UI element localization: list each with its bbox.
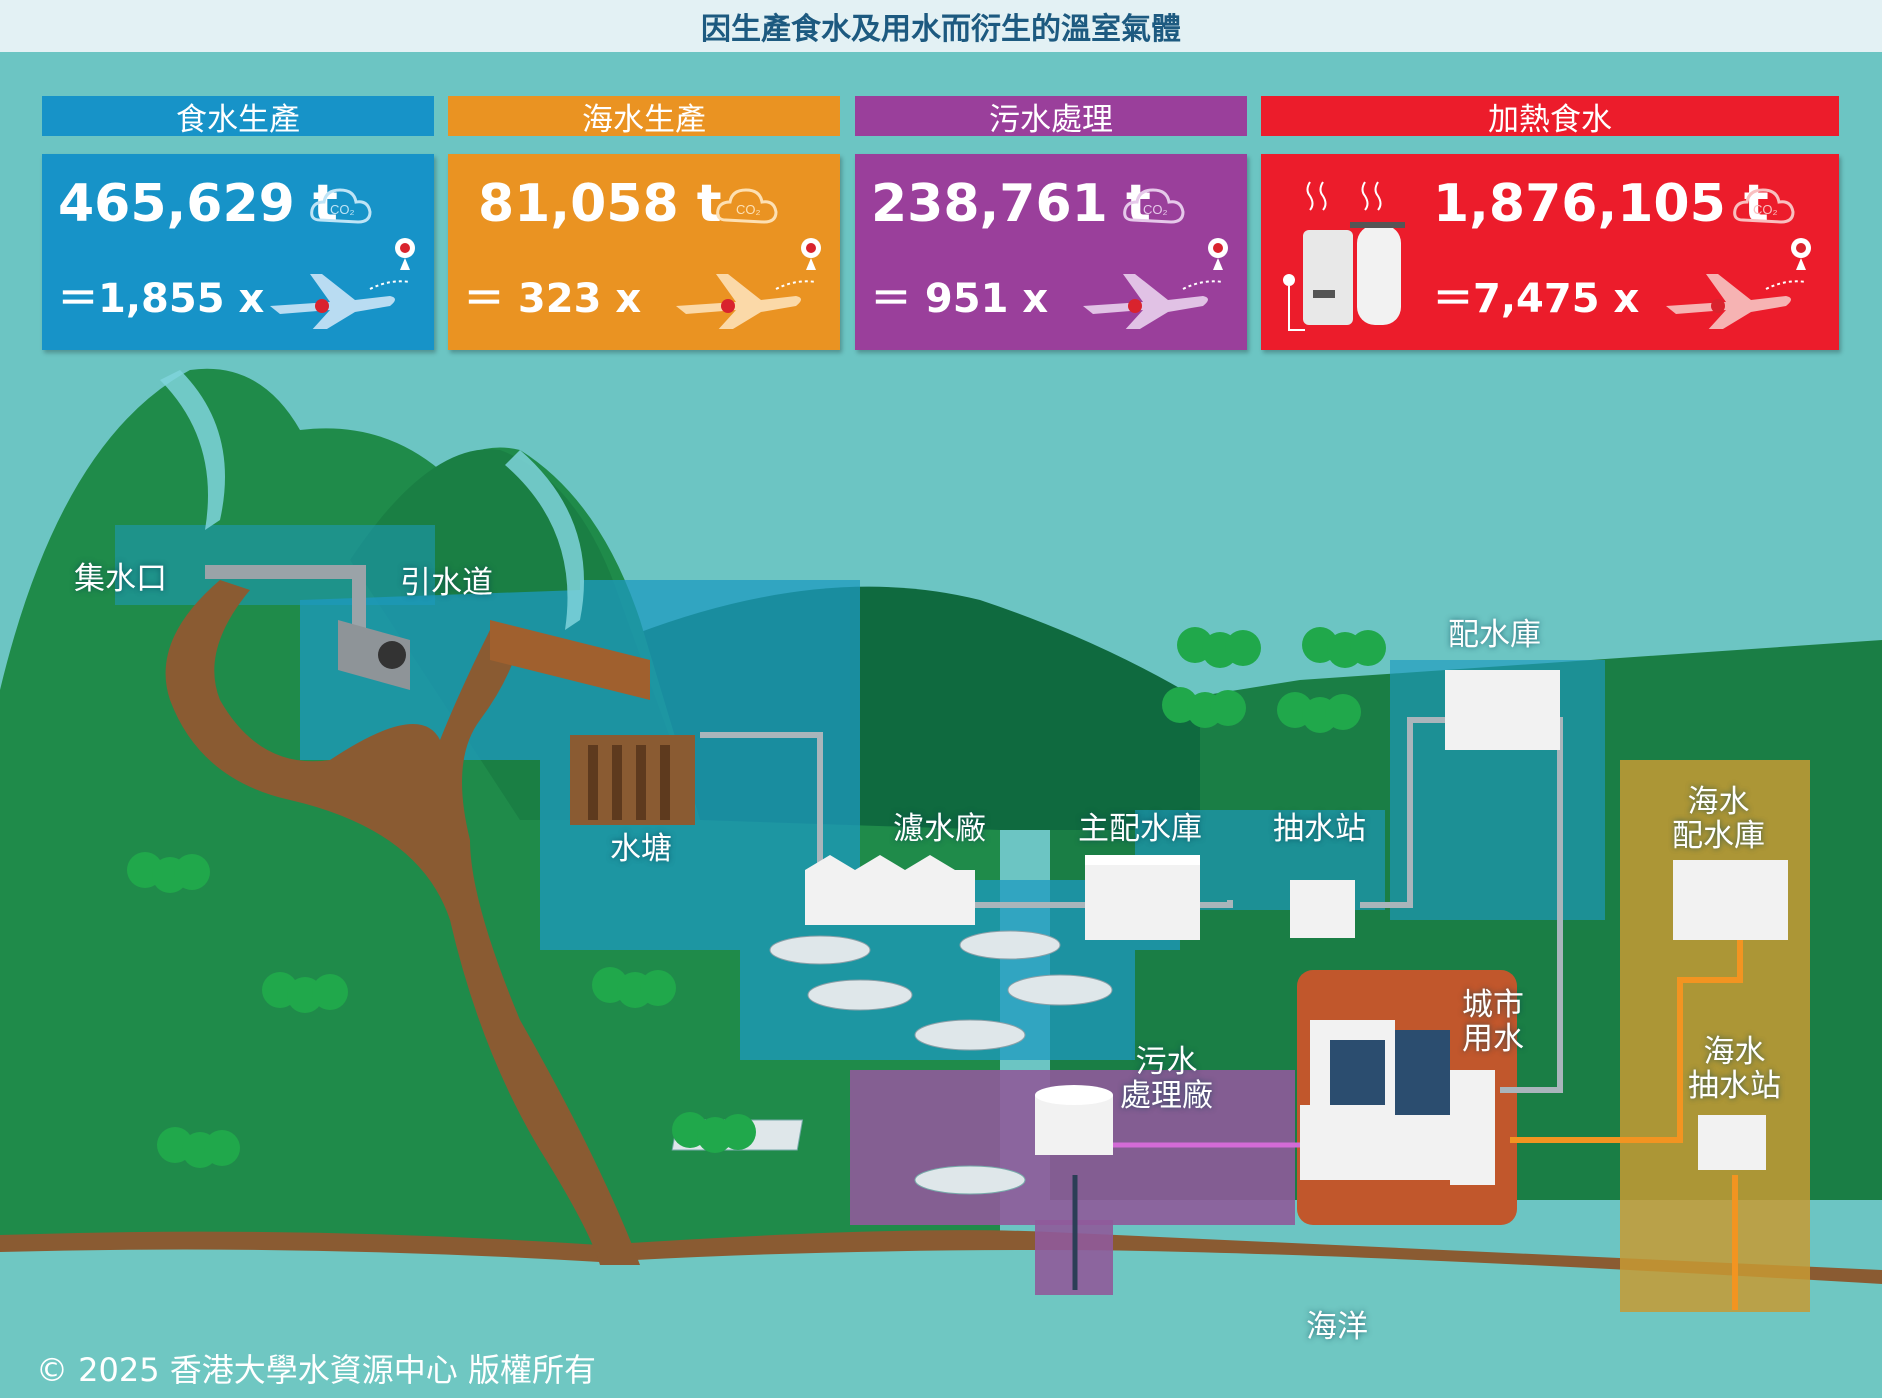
- service-reservoir-building: [1445, 670, 1560, 750]
- co2-cloud-icon: CO₂: [716, 188, 778, 224]
- emission-amount: 238,761 t: [871, 174, 1151, 234]
- reservoir-zone: [300, 580, 1180, 1060]
- label-catchment: 集水口: [74, 561, 167, 597]
- clarifier-3: [807, 979, 913, 1011]
- city-block-low-2: [1385, 1115, 1465, 1180]
- label-primary-service-reservoir: 主配水庫: [1078, 811, 1202, 847]
- card-sewage: 238,761 t CO₂ ＝ 951 x: [855, 154, 1247, 350]
- emission-amount: 81,058 t: [478, 174, 722, 234]
- card-sea: 81,058 t CO₂ ＝ 323 x: [448, 154, 840, 350]
- clarifier-1: [769, 935, 871, 965]
- label-catchwater: 引水道: [400, 565, 493, 601]
- co2-label: CO₂: [330, 202, 355, 217]
- page-title: 因生產食水及用水而衍生的溫室氣體: [0, 0, 1882, 52]
- label-line: 海水: [1703, 1034, 1766, 1070]
- sea-reservoir-building: [1673, 860, 1788, 940]
- flight-equivalent: ＝ 323 x: [464, 276, 642, 322]
- label-reservoir: 水塘: [610, 831, 672, 867]
- catchwater-channel-2: [352, 565, 366, 635]
- label-city-use: 城市 用水: [1462, 988, 1524, 1056]
- label-seawater-pumping-station: 海水 抽水站: [1688, 1035, 1781, 1103]
- stream-2: [505, 450, 584, 630]
- flight-equivalent: ＝1,855 x: [58, 276, 265, 322]
- card-heating: 1,876,105 t CO₂ ＝7,475 x: [1261, 154, 1839, 350]
- card-heading-heating: 加熱食水: [1261, 96, 1839, 138]
- co2-cloud-icon: CO₂: [1123, 188, 1185, 224]
- card-heading-sea: 海水生產: [448, 96, 840, 138]
- pipe-sea: [1510, 940, 1743, 1143]
- airplane-icon: [676, 238, 821, 329]
- label-seawater-service-reservoir: 海水 配水庫: [1672, 785, 1765, 853]
- airplane-icon: [270, 238, 415, 329]
- card-heading-fresh: 食水生產: [42, 96, 434, 138]
- label-sewage-plant: 污水 處理廠: [1120, 1045, 1213, 1113]
- sea-pump-building: [1698, 1115, 1766, 1170]
- label-line: 污水: [1135, 1044, 1198, 1080]
- emission-amount: 1,876,105 t: [1433, 174, 1769, 234]
- label-line: 用水: [1462, 1021, 1524, 1057]
- label-line: 抽水站: [1688, 1068, 1781, 1104]
- co2-cloud-icon: CO₂: [1733, 188, 1795, 224]
- airplane-icon: [1083, 238, 1228, 329]
- river: [165, 580, 641, 1265]
- label-treatment-works: 濾水廠: [893, 811, 986, 847]
- co2-label: CO₂: [1753, 202, 1778, 217]
- flight-equivalent: ＝7,475 x: [1433, 276, 1640, 322]
- label-line: 海水: [1687, 784, 1750, 820]
- airplane-icon: [1666, 238, 1811, 329]
- flight-equivalent: ＝ 951 x: [871, 276, 1049, 322]
- label-service-reservoir: 配水庫: [1448, 617, 1541, 653]
- primary-reservoir-building: [1085, 860, 1200, 940]
- label-line: 配水庫: [1672, 818, 1765, 854]
- emission-amount: 465,629 t: [58, 174, 338, 234]
- label-line: 城市: [1462, 987, 1524, 1023]
- label-ocean: 海洋: [1306, 1309, 1368, 1345]
- card-heading-sewage: 污水處理: [855, 96, 1247, 138]
- treatment-building: [805, 870, 975, 925]
- shore: [0, 1230, 1882, 1284]
- co2-label: CO₂: [1143, 202, 1168, 217]
- clarifier-5: [914, 1019, 1026, 1051]
- copyright-notice: © 2025 香港大學水資源中心 版權所有: [36, 1351, 596, 1389]
- tunnel-portal: [338, 620, 410, 690]
- stream-1: [160, 370, 225, 530]
- card-fresh: 465,629 t CO₂ ＝1,855 x: [42, 154, 434, 350]
- coastline: [0, 1236, 1882, 1398]
- label-pumping-station: 抽水站: [1273, 811, 1366, 847]
- pumping-station-building: [1290, 880, 1355, 938]
- co2-cloud-icon: CO₂: [310, 188, 372, 224]
- clarifier-2: [959, 930, 1061, 960]
- co2-label: CO₂: [736, 202, 761, 217]
- tree-clusters: [127, 627, 1386, 1168]
- label-line: 處理廠: [1120, 1078, 1213, 1114]
- clarifier-4: [1007, 974, 1113, 1006]
- seawater-zone: [1620, 760, 1810, 1312]
- catchwater-bridge: [490, 620, 650, 700]
- water-heater-icon: [1283, 181, 1405, 331]
- city-block-low: [1300, 1105, 1385, 1180]
- sewage-tank-round: [914, 1165, 1026, 1195]
- catchwater-channel: [205, 565, 365, 579]
